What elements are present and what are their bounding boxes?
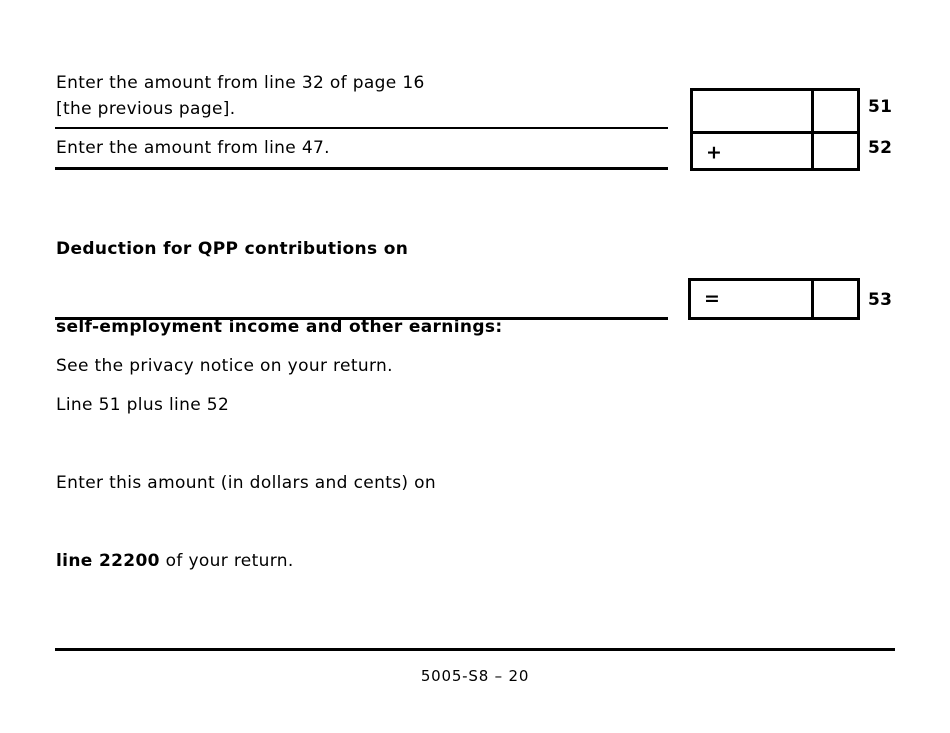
amount-box-52-cents-field[interactable] [814,134,857,171]
amount-box-52-dollars-field[interactable]: + [693,134,814,171]
deduction-instruction-line: Enter this amount (in dollars and cents)… [56,473,437,493]
amount-box-53[interactable]: = [688,278,860,320]
footer-rule [55,648,895,651]
amount-box-52-operator-plus: + [706,141,722,163]
divider-rule-deduction [55,317,668,320]
line-32-text-second: [the previous page]. [56,99,236,119]
box-number-51: 51 [868,97,893,117]
form-code-footer: 5005-S8 – 20 [420,667,530,685]
deduction-heading-line-1: Deduction for QPP contributions on [56,239,409,259]
amount-box-52[interactable]: + [693,131,857,171]
return-line-suffix: of your return. [159,551,294,571]
amount-box-group-51-52: + [690,88,860,171]
deduction-block: Deduction for QPP contributions on self-… [56,184,502,626]
amount-box-53-dollars-field[interactable]: = [691,281,814,317]
amount-box-51-dollars-field[interactable] [693,91,814,131]
line-32-text-first: Enter the amount from line 32 of page 16 [56,73,425,93]
box-number-53: 53 [868,290,893,310]
divider-rule-line-32 [55,127,668,129]
privacy-notice-text: See the privacy notice on your return. [56,356,393,376]
amount-box-53-cents-field[interactable] [814,281,857,317]
amount-box-51-cents-field[interactable] [814,91,857,131]
line-47-text: Enter the amount from line 47. [56,138,330,158]
divider-rule-line-47 [55,167,668,170]
box-number-52: 52 [868,138,893,158]
deduction-heading-line-2: self-employment income and other earning… [56,317,503,337]
amount-box-51[interactable] [693,91,857,131]
deduction-return-line: line 22200 of your return. [56,548,502,574]
deduction-calc-line: Line 51 plus line 52 [56,395,230,415]
return-line-number: line 22200 [56,551,160,571]
amount-box-53-operator-equals: = [704,287,720,310]
